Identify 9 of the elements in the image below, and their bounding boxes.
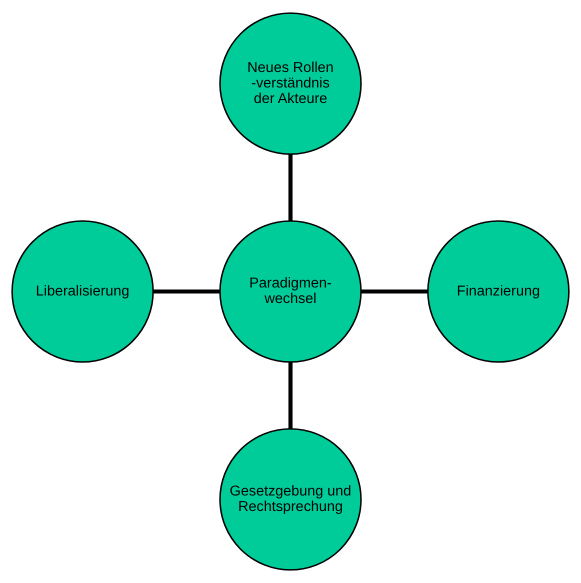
node-circle: Liberalisierung xyxy=(11,220,154,363)
connector xyxy=(288,154,293,221)
node-circle: Gesetzgebung und Rechtsprechung xyxy=(219,428,362,571)
node-circle: Finanzierung xyxy=(427,220,570,363)
connector xyxy=(288,362,293,429)
node-circle: Neues Rollen -verständnis der Akteure xyxy=(219,12,362,155)
connector xyxy=(361,289,428,294)
node-circle: Paradigmen- wechsel xyxy=(219,220,362,363)
connector xyxy=(153,289,220,294)
